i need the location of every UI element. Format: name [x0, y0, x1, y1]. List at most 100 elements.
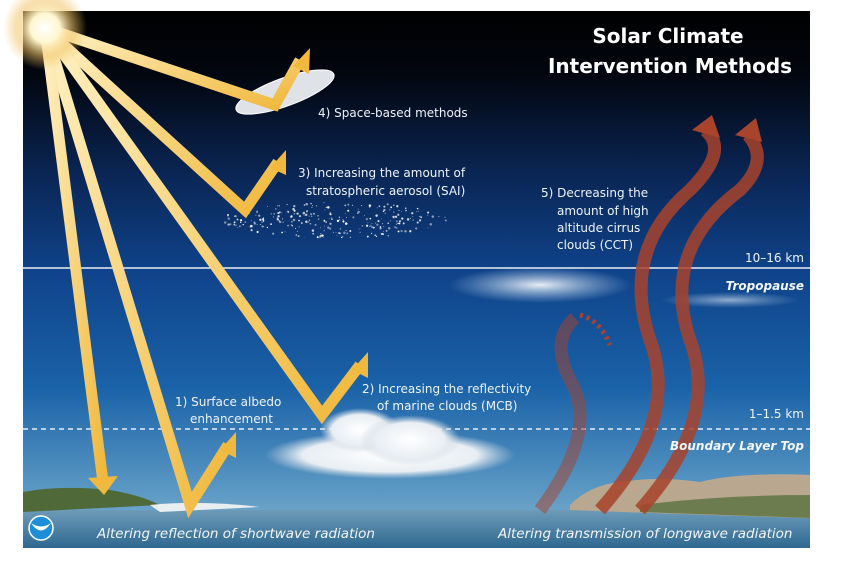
aerosol-particle — [300, 222, 303, 224]
aerosol-particle — [382, 210, 385, 213]
aerosol-particle — [286, 225, 288, 227]
aerosol-particle — [370, 225, 374, 229]
title-line2: Intervention Methods — [548, 54, 792, 78]
aerosol-particle — [357, 212, 359, 215]
aerosol-particle — [431, 215, 435, 218]
aerosol-particle — [282, 218, 283, 220]
aerosol-particle — [298, 226, 300, 228]
aerosol-particle — [323, 219, 325, 221]
aerosol-particle — [344, 204, 347, 207]
aerosol-particle — [262, 217, 264, 219]
aerosol-particle — [262, 225, 265, 228]
aerosol-particle — [314, 223, 317, 226]
aerosol-particle — [359, 231, 361, 234]
aerosol-particle — [352, 216, 355, 219]
aerosol-particle — [270, 213, 272, 215]
aerosol-particle — [393, 204, 395, 206]
aerosol-particle — [397, 213, 400, 216]
aerosol-particle — [390, 206, 393, 209]
aerosol-particle — [250, 229, 253, 232]
aerosol-particle — [317, 214, 319, 217]
aerosol-particle — [291, 225, 293, 227]
aerosol-particle — [412, 216, 414, 218]
aerosol-particle — [313, 212, 315, 215]
aerosol-particle — [383, 226, 385, 228]
aerosol-particle — [416, 211, 418, 213]
aerosol-particle — [381, 218, 383, 220]
aerosol-particle — [344, 213, 346, 215]
aerosol-particle — [389, 220, 391, 222]
aerosol-particle — [358, 228, 360, 230]
aerosol-particle — [272, 216, 274, 218]
title-line1: Solar Climate — [592, 24, 743, 48]
aerosol-particle — [349, 236, 352, 239]
aerosol-particle — [379, 226, 382, 228]
aerosol-particle — [342, 220, 345, 223]
aerosol-particle — [444, 219, 447, 222]
label-sai-2: stratospheric aerosol (SAI) — [306, 184, 465, 198]
aerosol-particle — [419, 219, 422, 222]
aerosol-particle — [261, 221, 263, 224]
aerosol-particle — [276, 205, 279, 207]
aerosol-particle — [325, 221, 327, 223]
aerosol-particle — [343, 231, 346, 235]
aerosol-particle — [287, 211, 290, 213]
aerosol-particle — [375, 235, 378, 238]
aerosol-particle — [383, 208, 386, 212]
aerosol-particle — [317, 218, 320, 220]
aerosol-particle — [394, 215, 397, 218]
aerosol-particle — [320, 227, 322, 229]
aerosol-particle — [386, 203, 389, 206]
aerosol-particle — [308, 221, 310, 223]
aerosol-particle — [404, 230, 407, 233]
aerosol-particle — [383, 205, 386, 208]
aerosol-particle — [316, 236, 319, 239]
aerosol-particle — [293, 212, 296, 215]
aerosol-particle — [401, 217, 404, 220]
aerosol-particle — [361, 225, 363, 227]
aerosol-particle — [303, 204, 306, 206]
aerosol-particle — [368, 225, 371, 228]
aerosol-particle — [387, 227, 391, 230]
aerosol-particle — [227, 216, 229, 218]
aerosol-particle — [415, 227, 418, 230]
aerosol-particle — [261, 218, 265, 221]
bright-surface — [150, 502, 260, 512]
aerosol-particle — [385, 230, 388, 232]
aerosol-particle — [340, 236, 343, 239]
aerosol-particle — [367, 222, 369, 224]
aerosol-particle — [429, 223, 433, 226]
longwave-arrows — [534, 124, 764, 515]
aerosol-particle — [266, 226, 269, 229]
aerosol-particle — [282, 221, 284, 223]
aerosol-particle — [444, 216, 446, 219]
aerosol-particle — [336, 235, 338, 237]
aerosol-particle — [256, 210, 259, 213]
aerosol-particle — [393, 217, 395, 219]
aerosol-particle — [338, 232, 341, 235]
aerosol-particle — [357, 210, 360, 214]
aerosol-particle — [308, 219, 311, 221]
aerosol-particle — [253, 222, 257, 225]
aerosol-particle — [404, 207, 407, 210]
aerosol-particle — [394, 226, 397, 229]
aerosol-particle — [292, 207, 295, 211]
aerosol-particle — [275, 208, 277, 210]
aerosol-particle — [229, 223, 232, 226]
aerosol-particle — [270, 223, 272, 225]
aerosol-particle — [409, 230, 412, 233]
aerosol-particle — [292, 218, 296, 222]
aerosol-particle — [236, 218, 239, 221]
aerosol-particle — [416, 221, 419, 224]
aerosol-particle — [405, 209, 407, 212]
aerosol-particle — [379, 227, 382, 230]
aerosol-particle — [279, 211, 281, 214]
aerosol-particle — [258, 214, 261, 217]
aerosol-particle — [383, 231, 384, 232]
aerosol-particle — [346, 216, 348, 218]
aerosol-particle — [374, 234, 377, 237]
aerosol-particle — [387, 222, 390, 225]
aerosol-particle — [296, 230, 298, 232]
aerosol-particle — [370, 224, 372, 226]
aerosol-particle — [323, 202, 325, 204]
